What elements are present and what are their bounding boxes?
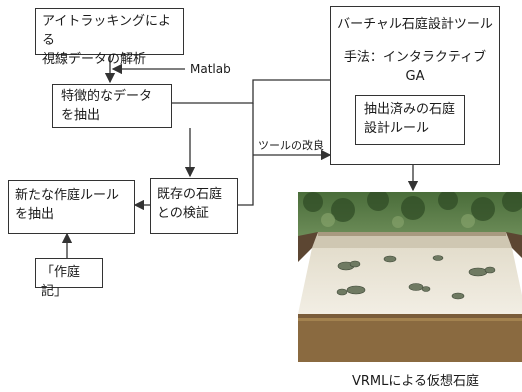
new-rule-line1: 新たな作庭ルール: [15, 188, 120, 203]
extract-line1: 特徴的なデータ: [61, 89, 153, 104]
eye-tracking-line1: アイトラッキングによる: [42, 14, 171, 48]
verify-box: 既存の石庭 との検証: [150, 178, 238, 234]
sakuteiki-label: 「作庭記」: [41, 265, 81, 299]
rules-line2: 設計ルール: [364, 121, 430, 136]
extract-box: 特徴的なデータ を抽出: [52, 84, 172, 128]
eye-tracking-box: アイトラッキングによる 視線データの解析: [35, 8, 184, 67]
rules-line1: 抽出済みの石庭: [364, 102, 456, 117]
tool-title: バーチャル石庭設計ツール: [337, 17, 493, 32]
matlab-label: Matlab: [190, 62, 231, 76]
garden-caption: VRMLによる仮想石庭: [352, 374, 479, 389]
rules-box: 抽出済みの石庭 設計ルール: [355, 95, 465, 145]
tool-improvement-label: ツールの改良: [258, 139, 324, 152]
eye-tracking-line2: 視線データの解析: [42, 52, 147, 67]
new-rule-line2: を抽出: [15, 207, 55, 222]
sakuteiki-box: 「作庭記」: [35, 258, 103, 299]
line-verify-up: [238, 103, 254, 206]
tool-method: 手法：インタラクティブGA: [343, 50, 487, 84]
verify-line1: 既存の石庭: [157, 187, 223, 202]
verify-line2: との検証: [157, 206, 209, 221]
extract-line2: を抽出: [61, 108, 101, 123]
new-rule-box: 新たな作庭ルール を抽出: [8, 180, 135, 234]
arrow-extract-to-tool-1: [172, 79, 330, 104]
garden-image: [298, 192, 522, 362]
